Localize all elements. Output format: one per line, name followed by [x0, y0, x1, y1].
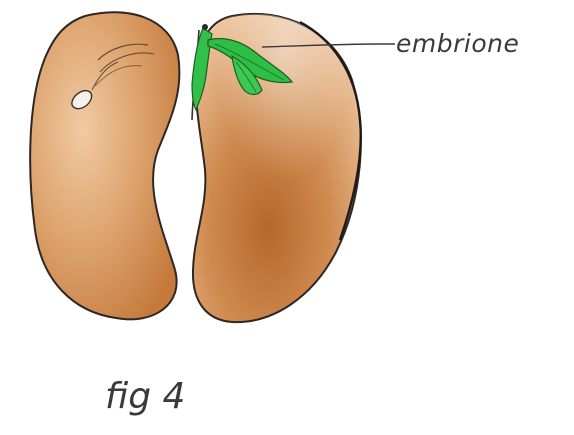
figure-caption: fig 4 [105, 376, 185, 417]
embryo-label: embrione [396, 29, 519, 58]
left-cotyledon [30, 12, 179, 319]
right-cotyledon [192, 14, 361, 322]
